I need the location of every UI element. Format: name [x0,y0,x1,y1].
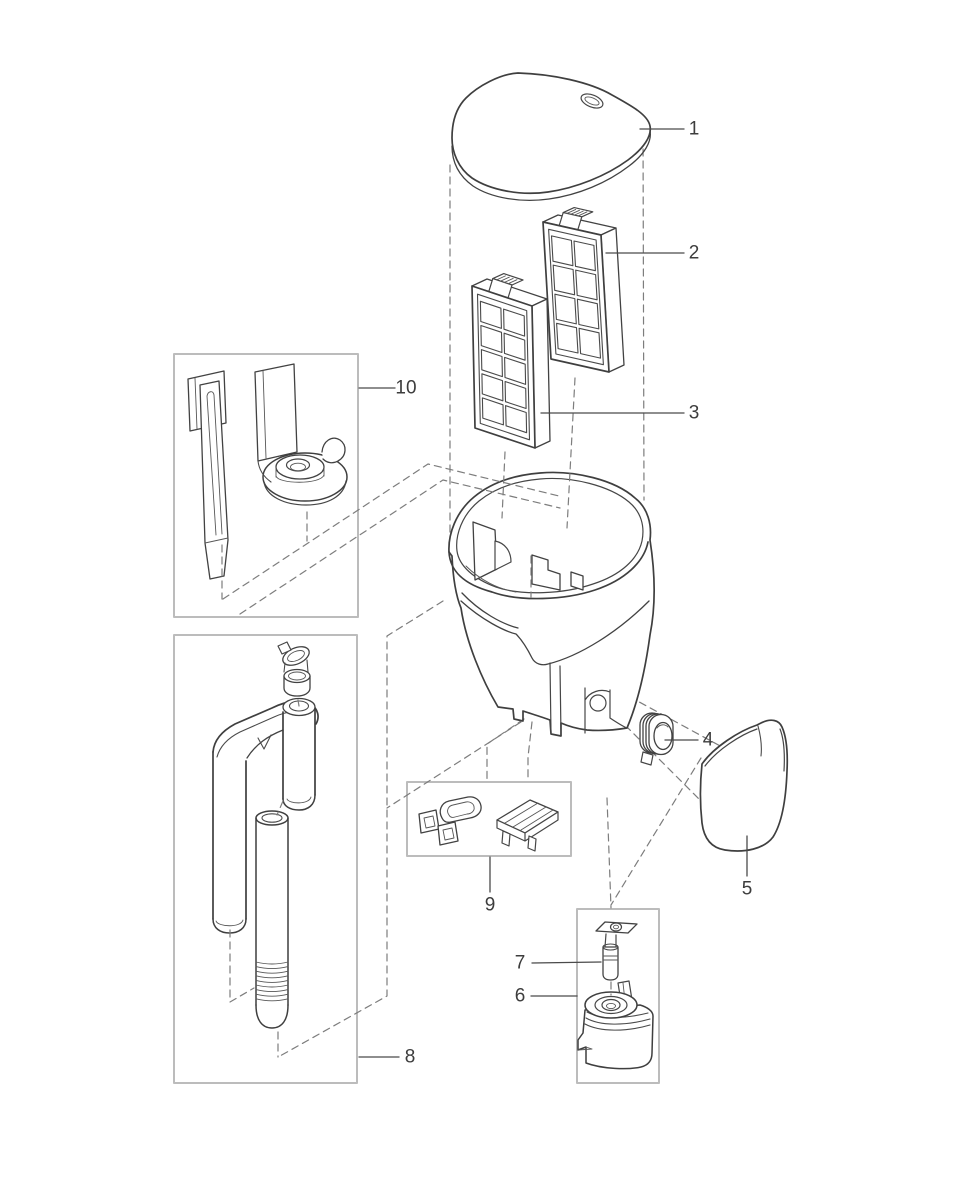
callout-leaders [358,128,748,1058]
group-box-8 [173,634,358,1084]
leader-7 [531,961,602,964]
group-box-10 [173,353,359,618]
siphon-tube-left [212,751,247,920]
align-line-cartridge3 [501,451,506,519]
tank-outlet-boss [589,694,607,712]
beam-bottom-to-intake [386,721,522,809]
part-9-clip-set [418,796,559,852]
callout-label-8: 8 [405,1047,416,1068]
siphon-tube-right [282,708,316,800]
stub-tube-joint [276,800,284,816]
flow-control-beak [282,646,310,666]
callout-label-9: 9 [485,895,496,916]
tank-grip-line [461,592,519,629]
part-4-flow-regulator [639,712,674,766]
callout-label-1: 1 [689,119,700,140]
align-line-clip-a [486,718,525,782]
tank-spout-column [549,662,562,737]
tank-body [448,471,655,737]
extension-tube [255,817,289,1006]
projection-lines-rear [279,124,758,1057]
tank-front-edge [460,600,650,666]
tank-pump-recess [584,687,628,734]
callout-label-2: 2 [689,243,700,264]
projection-lines-front [221,377,612,1058]
beam-tank-to-intake [279,600,444,1057]
callout-label-6: 6 [515,986,526,1007]
tank-baffle-3 [570,571,584,591]
align-line-lid-right [642,124,645,501]
callout-label-3: 3 [689,403,700,424]
tank-baffle-2 [531,554,561,591]
beam-bracket-to-tank-b [239,479,561,615]
tank-baffle-1 [472,521,498,581]
align-line-clip-b [527,721,533,782]
stub-flow-control [297,699,300,707]
callout-label-4: 4 [703,730,714,751]
clip-handle [439,796,482,824]
part-5-cover-shell [699,719,789,852]
part-6-pump-housing [577,980,654,1070]
beam-cover-to-pump [610,757,702,906]
stub-left-tube [229,929,255,1003]
beam-bracket-to-tank-a [222,463,560,600]
part-3-filter-cartridge [471,273,551,449]
lid-slot [580,93,604,109]
part-10-mount-bracket-set [187,363,348,580]
part-2-filter-cartridge [542,207,625,373]
strainer-ribs [255,961,289,1002]
part-1-lid [451,72,652,202]
part-7-impeller [595,921,638,981]
align-line-tank-to-pump [606,797,612,909]
part-8-intake-assembly [212,641,319,1029]
align-line-cartridge2 [566,377,576,529]
callout-label-10: 10 [395,378,416,399]
group-box-9 [406,781,572,857]
callout-label-5: 5 [742,879,753,900]
callout-labels: 1 2 3 4 5 6 7 8 9 10 [395,119,752,1068]
callout-label-7: 7 [515,953,526,974]
tank-baffle-curved [494,540,512,571]
